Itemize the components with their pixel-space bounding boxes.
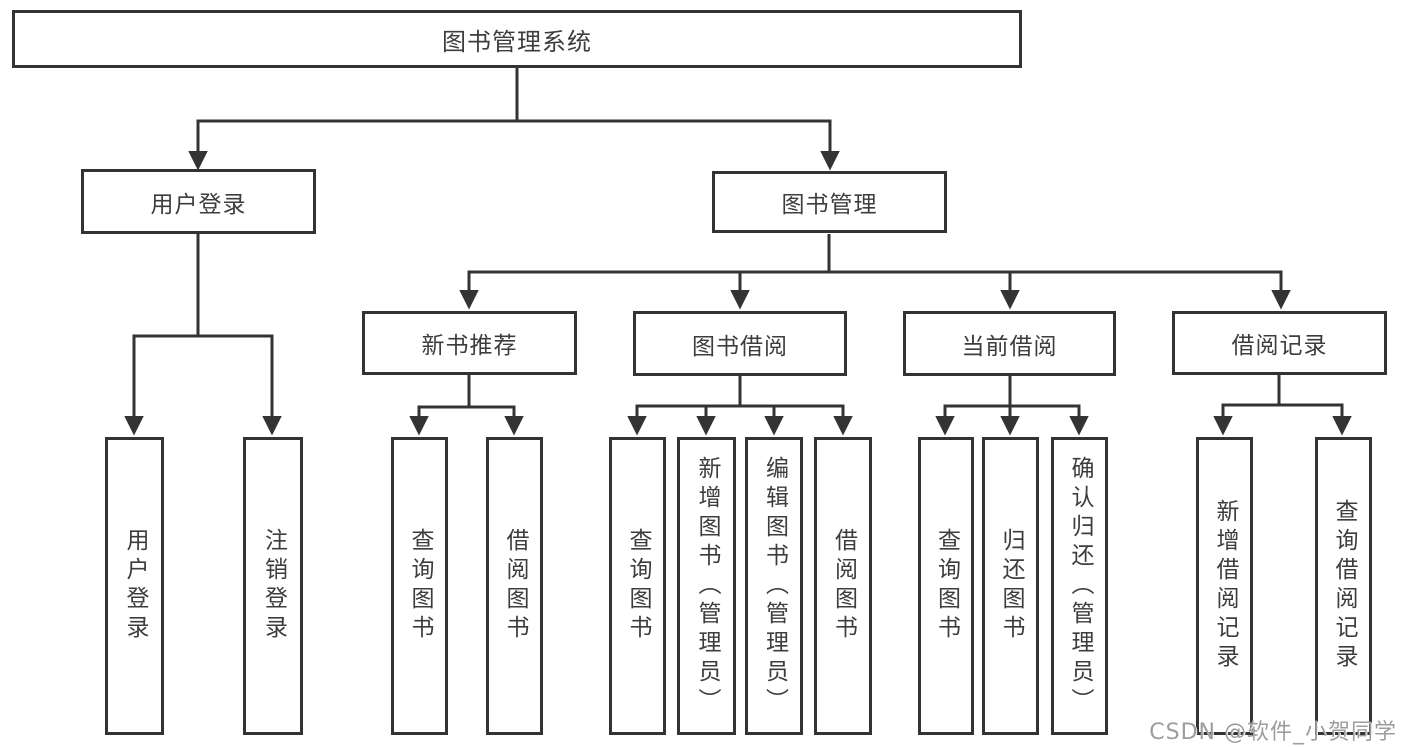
node-borrow-records: 借阅记录	[1172, 311, 1387, 375]
leaf-borrow-query-books-label: 查询图书	[625, 528, 651, 644]
leaf-newbook-borrow-books-label: 借阅图书	[502, 528, 528, 644]
leaf-records-add-record-label: 新增借阅记录	[1212, 499, 1238, 673]
leaf-borrow-edit-books-admin: 编辑图书（管理员）	[745, 437, 803, 735]
leaf-current-return-books-label: 归还图书	[998, 528, 1024, 644]
leaf-borrow-borrow-books-label: 借阅图书	[830, 528, 857, 644]
leaf-borrow-borrow-books: 借阅图书	[814, 437, 872, 735]
leaf-borrow-add-books-admin: 新增图书（管理员）	[677, 437, 736, 735]
leaf-records-query-record-label: 查询借阅记录	[1331, 499, 1357, 673]
node-library-system: 图书管理系统	[12, 10, 1022, 68]
node-new-book-recommend-label: 新书推荐	[421, 333, 518, 359]
leaf-user-login: 用户登录	[105, 437, 164, 735]
node-user-login-label: 用户登录	[150, 191, 247, 218]
leaf-records-query-record: 查询借阅记录	[1315, 437, 1372, 735]
leaf-current-query-books-label: 查询图书	[933, 528, 960, 644]
node-user-login: 用户登录	[81, 169, 316, 234]
leaf-current-confirm-return-admin-label: 确认归还（管理员）	[1067, 455, 1093, 717]
leaf-borrow-query-books: 查询图书	[609, 437, 666, 735]
leaf-current-confirm-return-admin: 确认归还（管理员）	[1051, 437, 1108, 735]
leaf-borrow-edit-books-admin-label: 编辑图书（管理员）	[761, 455, 788, 717]
leaf-records-add-record: 新增借阅记录	[1196, 437, 1253, 735]
leaf-newbook-query-books-label: 查询图书	[407, 528, 433, 644]
leaf-borrow-add-books-admin-label: 新增图书（管理员）	[694, 455, 720, 717]
node-book-borrow-label: 图书借阅	[692, 333, 788, 360]
node-current-borrow-label: 当前借阅	[961, 333, 1058, 360]
node-new-book-recommend: 新书推荐	[362, 311, 577, 375]
node-book-management: 图书管理	[712, 171, 947, 233]
leaf-logout-login-label: 注销登录	[260, 528, 287, 644]
node-borrow-records-label: 借阅记录	[1231, 333, 1328, 359]
watermark: CSDN @软件_小贺同学	[1149, 720, 1397, 745]
leaf-newbook-query-books: 查询图书	[391, 437, 448, 735]
leaf-logout-login: 注销登录	[243, 437, 303, 735]
leaf-current-return-books: 归还图书	[982, 437, 1039, 735]
leaf-current-query-books: 查询图书	[918, 437, 974, 735]
node-book-management-label: 图书管理	[781, 192, 878, 218]
leaf-newbook-borrow-books: 借阅图书	[486, 437, 543, 735]
node-current-borrow: 当前借阅	[903, 311, 1116, 376]
node-book-borrow: 图书借阅	[633, 311, 847, 376]
node-library-system-label: 图书管理系统	[442, 27, 592, 56]
leaf-user-login-label: 用户登录	[122, 528, 148, 644]
